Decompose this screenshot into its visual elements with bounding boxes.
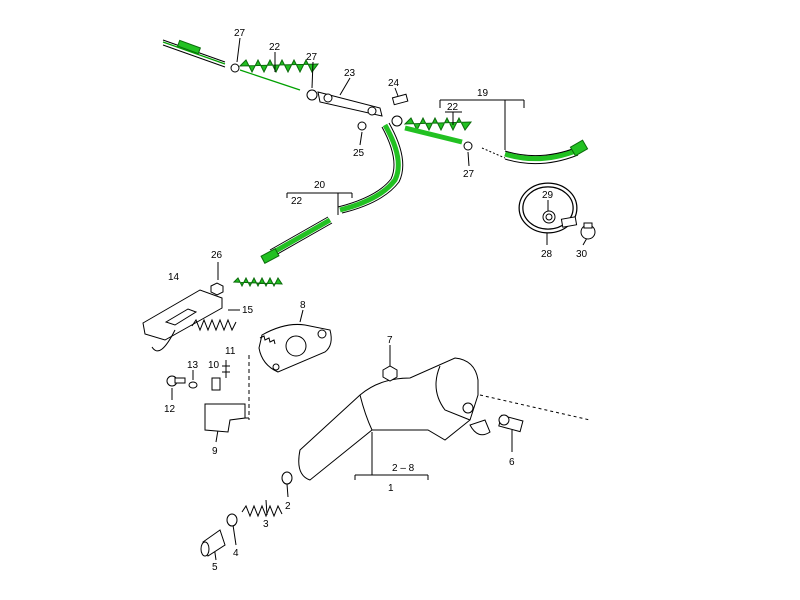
callout-3: 3 [263,519,269,530]
callout-9: 9 [212,446,218,457]
callout-labels: 27 22 27 23 24 25 19 22 27 20 22 29 28 3… [164,28,588,573]
spring-15 [191,318,237,332]
callout-25: 25 [353,148,365,159]
callout-19: 19 [477,88,489,99]
ratchet-sector-8 [258,324,332,373]
callout-26: 26 [211,250,223,261]
callout-2: 2 [285,501,291,512]
callout-12: 12 [164,404,176,415]
callout-27-b: 27 [306,52,318,63]
washer-2 [281,471,293,485]
callout-11: 11 [225,346,236,357]
nut-29 [542,210,556,224]
callout-4: 4 [233,548,239,559]
callout-15: 15 [242,305,254,316]
callout-6: 6 [509,457,515,468]
pin-6 [498,414,524,433]
nut-26 [210,282,224,296]
cable-20 [232,122,404,288]
callout-10: 10 [208,360,220,371]
callout-2-8: 2 – 8 [392,463,415,474]
callout-28: 28 [541,249,553,260]
callout-13: 13 [187,360,199,371]
clip-27-left [230,63,318,101]
callout-29: 29 [542,190,554,201]
callout-5: 5 [212,562,218,573]
callout-22-b: 22 [447,102,459,113]
ring-4 [226,513,238,527]
nut-7 [382,365,398,382]
callout-14: 14 [168,272,180,283]
leader-lines [171,37,588,561]
spring-22-left [238,58,320,91]
callout-8: 8 [300,300,306,311]
equalizer-bar-23 [317,91,383,131]
callout-24: 24 [388,78,400,89]
handbrake-lever-1 [298,357,591,481]
cable-left-upper [162,39,226,68]
bolt-12 [166,375,186,387]
callout-22-c: 22 [291,196,303,207]
callout-1: 1 [388,483,394,494]
callout-7: 7 [387,335,393,346]
callout-30: 30 [576,249,588,260]
callout-20: 20 [314,180,326,191]
bolt-24 [391,93,409,106]
callout-22-a: 22 [269,42,281,53]
screw-11 [222,360,230,378]
switch-9 [204,403,246,433]
part-10 [211,377,221,391]
spring-3 [241,504,283,518]
button-5 [200,529,226,557]
washer-13 [188,381,198,389]
cable-right [391,115,589,165]
callout-27-a: 27 [234,28,246,39]
plate-14 [142,289,223,352]
clamp-28 [518,182,578,234]
bolt-30 [580,222,596,240]
callout-27-c: 27 [463,169,475,180]
callout-23: 23 [344,68,356,79]
